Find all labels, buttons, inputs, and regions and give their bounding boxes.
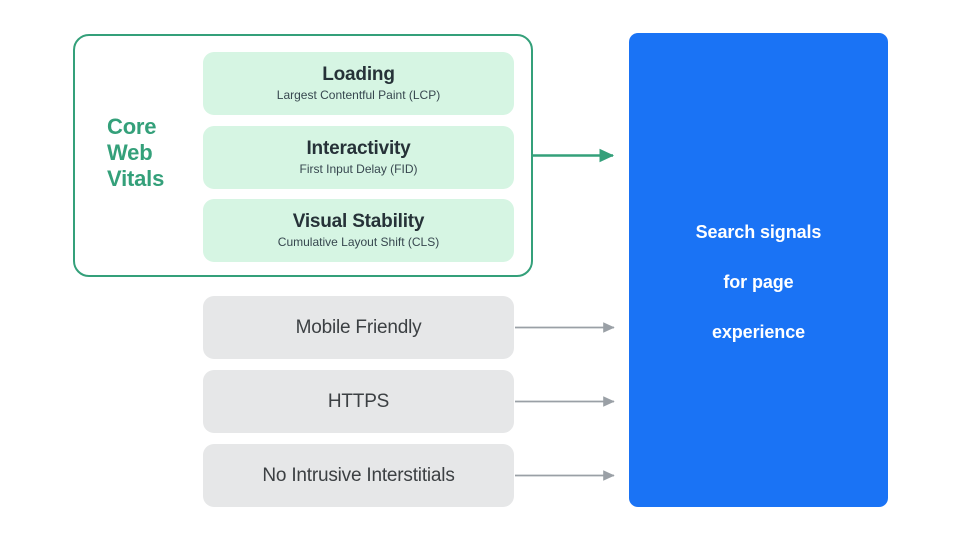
signal-card-mobile-friendly[interactable]: Mobile Friendly <box>203 296 514 359</box>
vital-card-loading[interactable]: Loading Largest Contentful Paint (LCP) <box>203 52 514 115</box>
outcome-box-label: Search signals for page experience <box>672 195 846 345</box>
core-web-vitals-label-line-2: Web <box>107 140 153 165</box>
core-web-vitals-group-label: Core Web Vitals <box>107 114 197 192</box>
signal-card-no-intrusive-interstitials[interactable]: No Intrusive Interstitials <box>203 444 514 507</box>
outcome-label-line-1: Search signals <box>695 222 822 242</box>
outcome-label-line-3: experience <box>711 322 806 342</box>
outcome-box-search-signals[interactable]: Search signals for page experience <box>629 33 888 507</box>
vital-card-interactivity-title: Interactivity <box>306 138 411 159</box>
vital-card-visual-stability-subtitle: Cumulative Layout Shift (CLS) <box>277 235 440 249</box>
vital-card-interactivity[interactable]: Interactivity First Input Delay (FID) <box>203 126 514 189</box>
core-web-vitals-label-line-1: Core <box>107 114 157 139</box>
signal-card-https-label: HTTPS <box>327 390 390 412</box>
signal-card-https[interactable]: HTTPS <box>203 370 514 433</box>
signal-card-mobile-friendly-label: Mobile Friendly <box>295 316 422 338</box>
signal-card-no-intrusive-interstitials-label: No Intrusive Interstitials <box>262 464 455 486</box>
vital-card-loading-subtitle: Largest Contentful Paint (LCP) <box>276 88 441 102</box>
vital-card-interactivity-subtitle: First Input Delay (FID) <box>299 162 418 176</box>
outcome-label-line-2: for page <box>723 272 794 292</box>
vital-card-loading-title: Loading <box>322 64 395 85</box>
vital-card-visual-stability-title: Visual Stability <box>292 211 425 232</box>
core-web-vitals-label-line-3: Vitals <box>107 166 165 191</box>
vital-card-visual-stability[interactable]: Visual Stability Cumulative Layout Shift… <box>203 199 514 262</box>
